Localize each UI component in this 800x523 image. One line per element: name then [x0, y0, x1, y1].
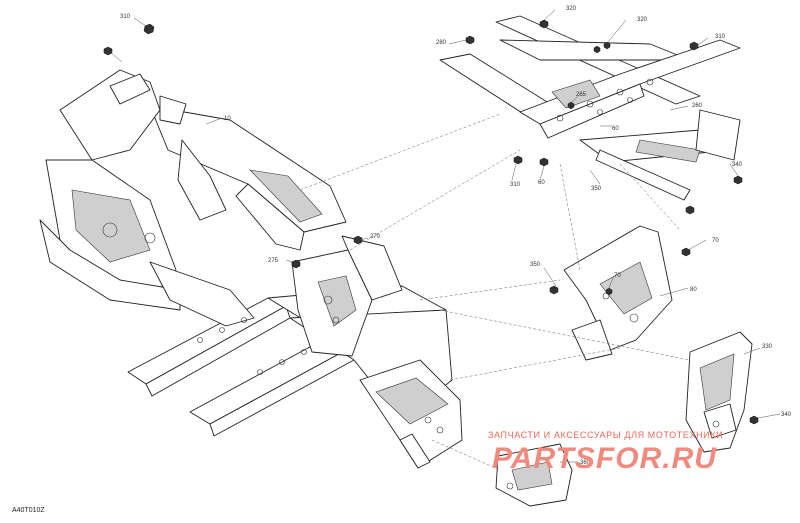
callouts: 310 10 270 275 280 320 320 310 260 265 6… [120, 6, 792, 466]
callout-350-a: 350 [591, 186, 602, 192]
main-frame [39, 23, 463, 469]
callout-265: 265 [576, 92, 587, 98]
callout-70-b: 70 [614, 273, 621, 279]
callout-320-b: 320 [637, 17, 648, 23]
callout-60-b: 60 [538, 180, 545, 186]
callout-10: 10 [224, 116, 231, 122]
callout-260: 260 [692, 103, 703, 109]
callout-330: 330 [762, 344, 773, 350]
callout-360: 360 [580, 460, 591, 466]
skid-plate [495, 443, 573, 507]
callout-60-a: 60 [612, 126, 619, 132]
callout-275: 275 [268, 258, 279, 264]
callout-340-a: 340 [732, 162, 743, 168]
watermark-logo: PARTSFOR.RU [492, 442, 717, 475]
front-plate [685, 331, 759, 453]
drawing-code: A40T010Z [12, 507, 45, 514]
callout-320-a: 320 [566, 6, 577, 12]
upper-subframe [439, 15, 743, 215]
callout-80: 80 [690, 287, 697, 293]
watermark: ЗАПЧАСТИ И АКСЕССУАРЫ ДЛЯ МОТОТЕХНИКИ PA… [488, 430, 723, 475]
callout-340-b: 340 [781, 412, 792, 418]
callout-310-a: 310 [120, 14, 131, 20]
callout-280: 280 [436, 40, 447, 46]
leader-lines [109, 9, 781, 463]
front-bracket [549, 225, 691, 361]
assembly-lines [299, 113, 691, 471]
callout-350-b: 350 [530, 262, 541, 268]
callout-310-c: 310 [510, 182, 521, 188]
callout-270: 270 [370, 234, 381, 240]
callout-310-b: 310 [715, 34, 726, 40]
callout-70-a: 70 [712, 238, 719, 244]
watermark-tagline: ЗАПЧАСТИ И АКСЕССУАРЫ ДЛЯ МОТОТЕХНИКИ [488, 430, 723, 440]
